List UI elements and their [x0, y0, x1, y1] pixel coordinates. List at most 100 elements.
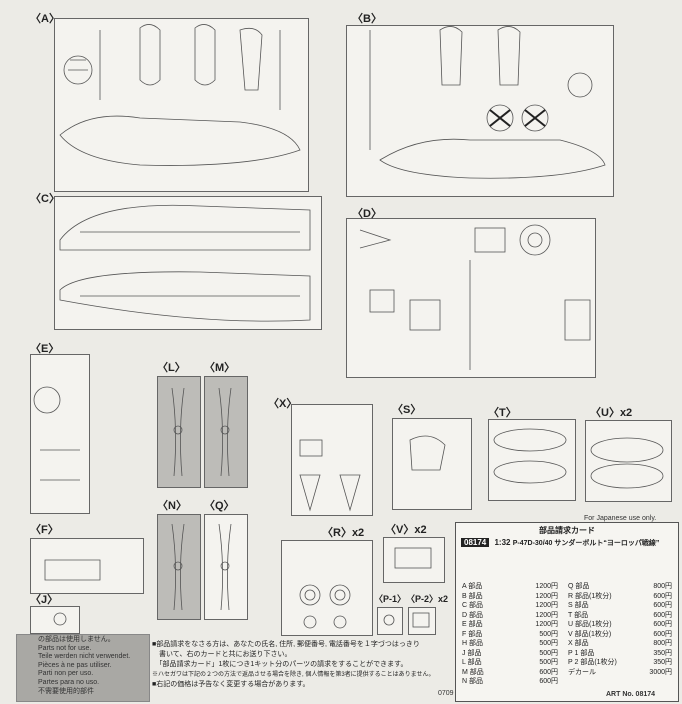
- part-price: 1200円: [535, 592, 558, 600]
- part-name: H 部品: [462, 640, 483, 647]
- label-F: 〈F〉: [30, 524, 59, 536]
- label-M: 〈M〉: [204, 362, 236, 374]
- label-L: 〈L〉: [157, 362, 186, 374]
- part-price: 1200円: [535, 602, 558, 609]
- label-P1: 〈P-1〉: [374, 594, 407, 604]
- part-name: J 部品: [462, 649, 482, 657]
- part-name: P 1 部品: [568, 649, 595, 657]
- sprue-X: [291, 404, 373, 516]
- price-row: V 部品(1枚分) 600円: [568, 631, 672, 640]
- part-name: V 部品(1枚分): [568, 630, 612, 638]
- part-price: 3000円: [649, 668, 672, 676]
- part-name: S 部品: [568, 602, 589, 609]
- label-Q: 〈Q〉: [204, 500, 235, 512]
- art-number: ART No. 08174: [606, 691, 656, 698]
- part-name: M 部品: [462, 668, 484, 676]
- price-row: J 部品 500円: [462, 650, 558, 659]
- order-instructions: ■部品請求をなさる方は、あなたの氏名, 住所, 郵便番号, 電話番号を１字づつは…: [152, 641, 435, 688]
- part-name: デカール: [568, 668, 596, 676]
- label-B: 〈B〉: [352, 13, 382, 25]
- label-T: 〈T〉: [488, 407, 517, 419]
- product-name: P-47D-30/40 サンダーボルト“ヨーロッパ戦線”: [512, 540, 660, 547]
- label-E: 〈E〉: [30, 343, 60, 355]
- sprue-L: [157, 376, 201, 488]
- part-name: X 部品: [568, 640, 589, 647]
- part-price: 600円: [653, 592, 672, 600]
- part-name: T 部品: [568, 611, 589, 619]
- footer-code: 0709: [438, 690, 454, 697]
- part-price: 600円: [539, 668, 558, 676]
- not-for-use-list: の部品は使用しません。 Parts not for use. Teile wer…: [38, 636, 131, 695]
- price-row: U 部品(1枚分)600円: [568, 621, 672, 630]
- part-name: E 部品: [462, 621, 483, 628]
- price-row: P 1 部品 350円: [568, 650, 672, 659]
- not-for-use-legend: [16, 634, 150, 702]
- part-price: 800円: [653, 640, 672, 647]
- label-X: 〈X〉: [268, 398, 298, 410]
- product-code: 08174: [461, 538, 490, 547]
- part-price: 350円: [653, 649, 672, 657]
- part-name: L 部品: [462, 659, 482, 666]
- card-title: 部品請求カード: [539, 526, 595, 535]
- price-row: B 部品 1200円: [462, 593, 558, 602]
- part-name: Q 部品: [568, 583, 590, 590]
- price-row: T 部品 600円: [568, 612, 672, 621]
- label-D: 〈D〉: [352, 208, 382, 220]
- part-price: 600円: [653, 630, 672, 638]
- card-product: 08174 1:32 P-47D-30/40 サンダーボルト“ヨーロッパ戦線”: [461, 538, 673, 549]
- part-name: R 部品(1枚分): [568, 592, 612, 600]
- label-J: 〈J〉: [30, 594, 59, 606]
- label-C: 〈C〉: [30, 193, 60, 205]
- part-name: N 部品: [462, 678, 483, 685]
- label-V: 〈V〉x2: [385, 524, 427, 536]
- part-price: 600円: [653, 611, 672, 619]
- part-price: 600円: [653, 602, 672, 609]
- sprue-N: [157, 514, 201, 620]
- price-row: F 部品 500円: [462, 631, 558, 640]
- part-price: 500円: [539, 659, 558, 666]
- part-price: 1200円: [535, 583, 558, 590]
- part-price: 500円: [539, 630, 558, 638]
- sprue-E: [30, 354, 90, 514]
- part-name: F 部品: [462, 630, 483, 638]
- sprue-V: [383, 537, 445, 583]
- part-price: 600円: [653, 621, 672, 628]
- price-row: X 部品 800円: [568, 640, 672, 649]
- sprue-A: [54, 18, 309, 192]
- label-N: 〈N〉: [157, 500, 187, 512]
- part-name: A 部品: [462, 583, 483, 590]
- part-price: 500円: [539, 640, 558, 647]
- part-price: 350円: [653, 659, 672, 666]
- sprue-Q: [204, 514, 248, 620]
- price-row: デカール 3000円: [568, 669, 672, 678]
- part-name: B 部品: [462, 592, 483, 600]
- part-price: 800円: [653, 583, 672, 590]
- price-row: S 部品 600円: [568, 602, 672, 611]
- japan-only-note: For Japanese use only.: [584, 515, 657, 522]
- parts-order-card: 部品請求カード 08174 1:32 P-47D-30/40 サンダーボルト“ヨ…: [455, 522, 679, 702]
- part-name: D 部品: [462, 611, 483, 619]
- sprue-F: [30, 538, 144, 594]
- part-price: 500円: [539, 649, 558, 657]
- price-row: L 部品 500円: [462, 659, 558, 668]
- sprue-C: [54, 196, 322, 330]
- price-row: A 部品 1200円: [462, 583, 558, 592]
- price-row: Q 部品 800円: [568, 583, 672, 592]
- price-row: N 部品 600円: [462, 678, 558, 687]
- price-row: M 部品 600円: [462, 669, 558, 678]
- part-name: C 部品: [462, 602, 483, 609]
- product-scale: 1:32: [494, 538, 511, 547]
- sprue-J: [30, 606, 80, 634]
- price-row: P 2 部品(1枚分)350円: [568, 659, 672, 668]
- sprue-S: [392, 418, 472, 510]
- price-row: R 部品(1枚分) 600円: [568, 593, 672, 602]
- part-price: 600円: [539, 678, 558, 685]
- price-row: C 部品 1200円: [462, 602, 558, 611]
- label-R: 〈R〉x2: [322, 527, 365, 539]
